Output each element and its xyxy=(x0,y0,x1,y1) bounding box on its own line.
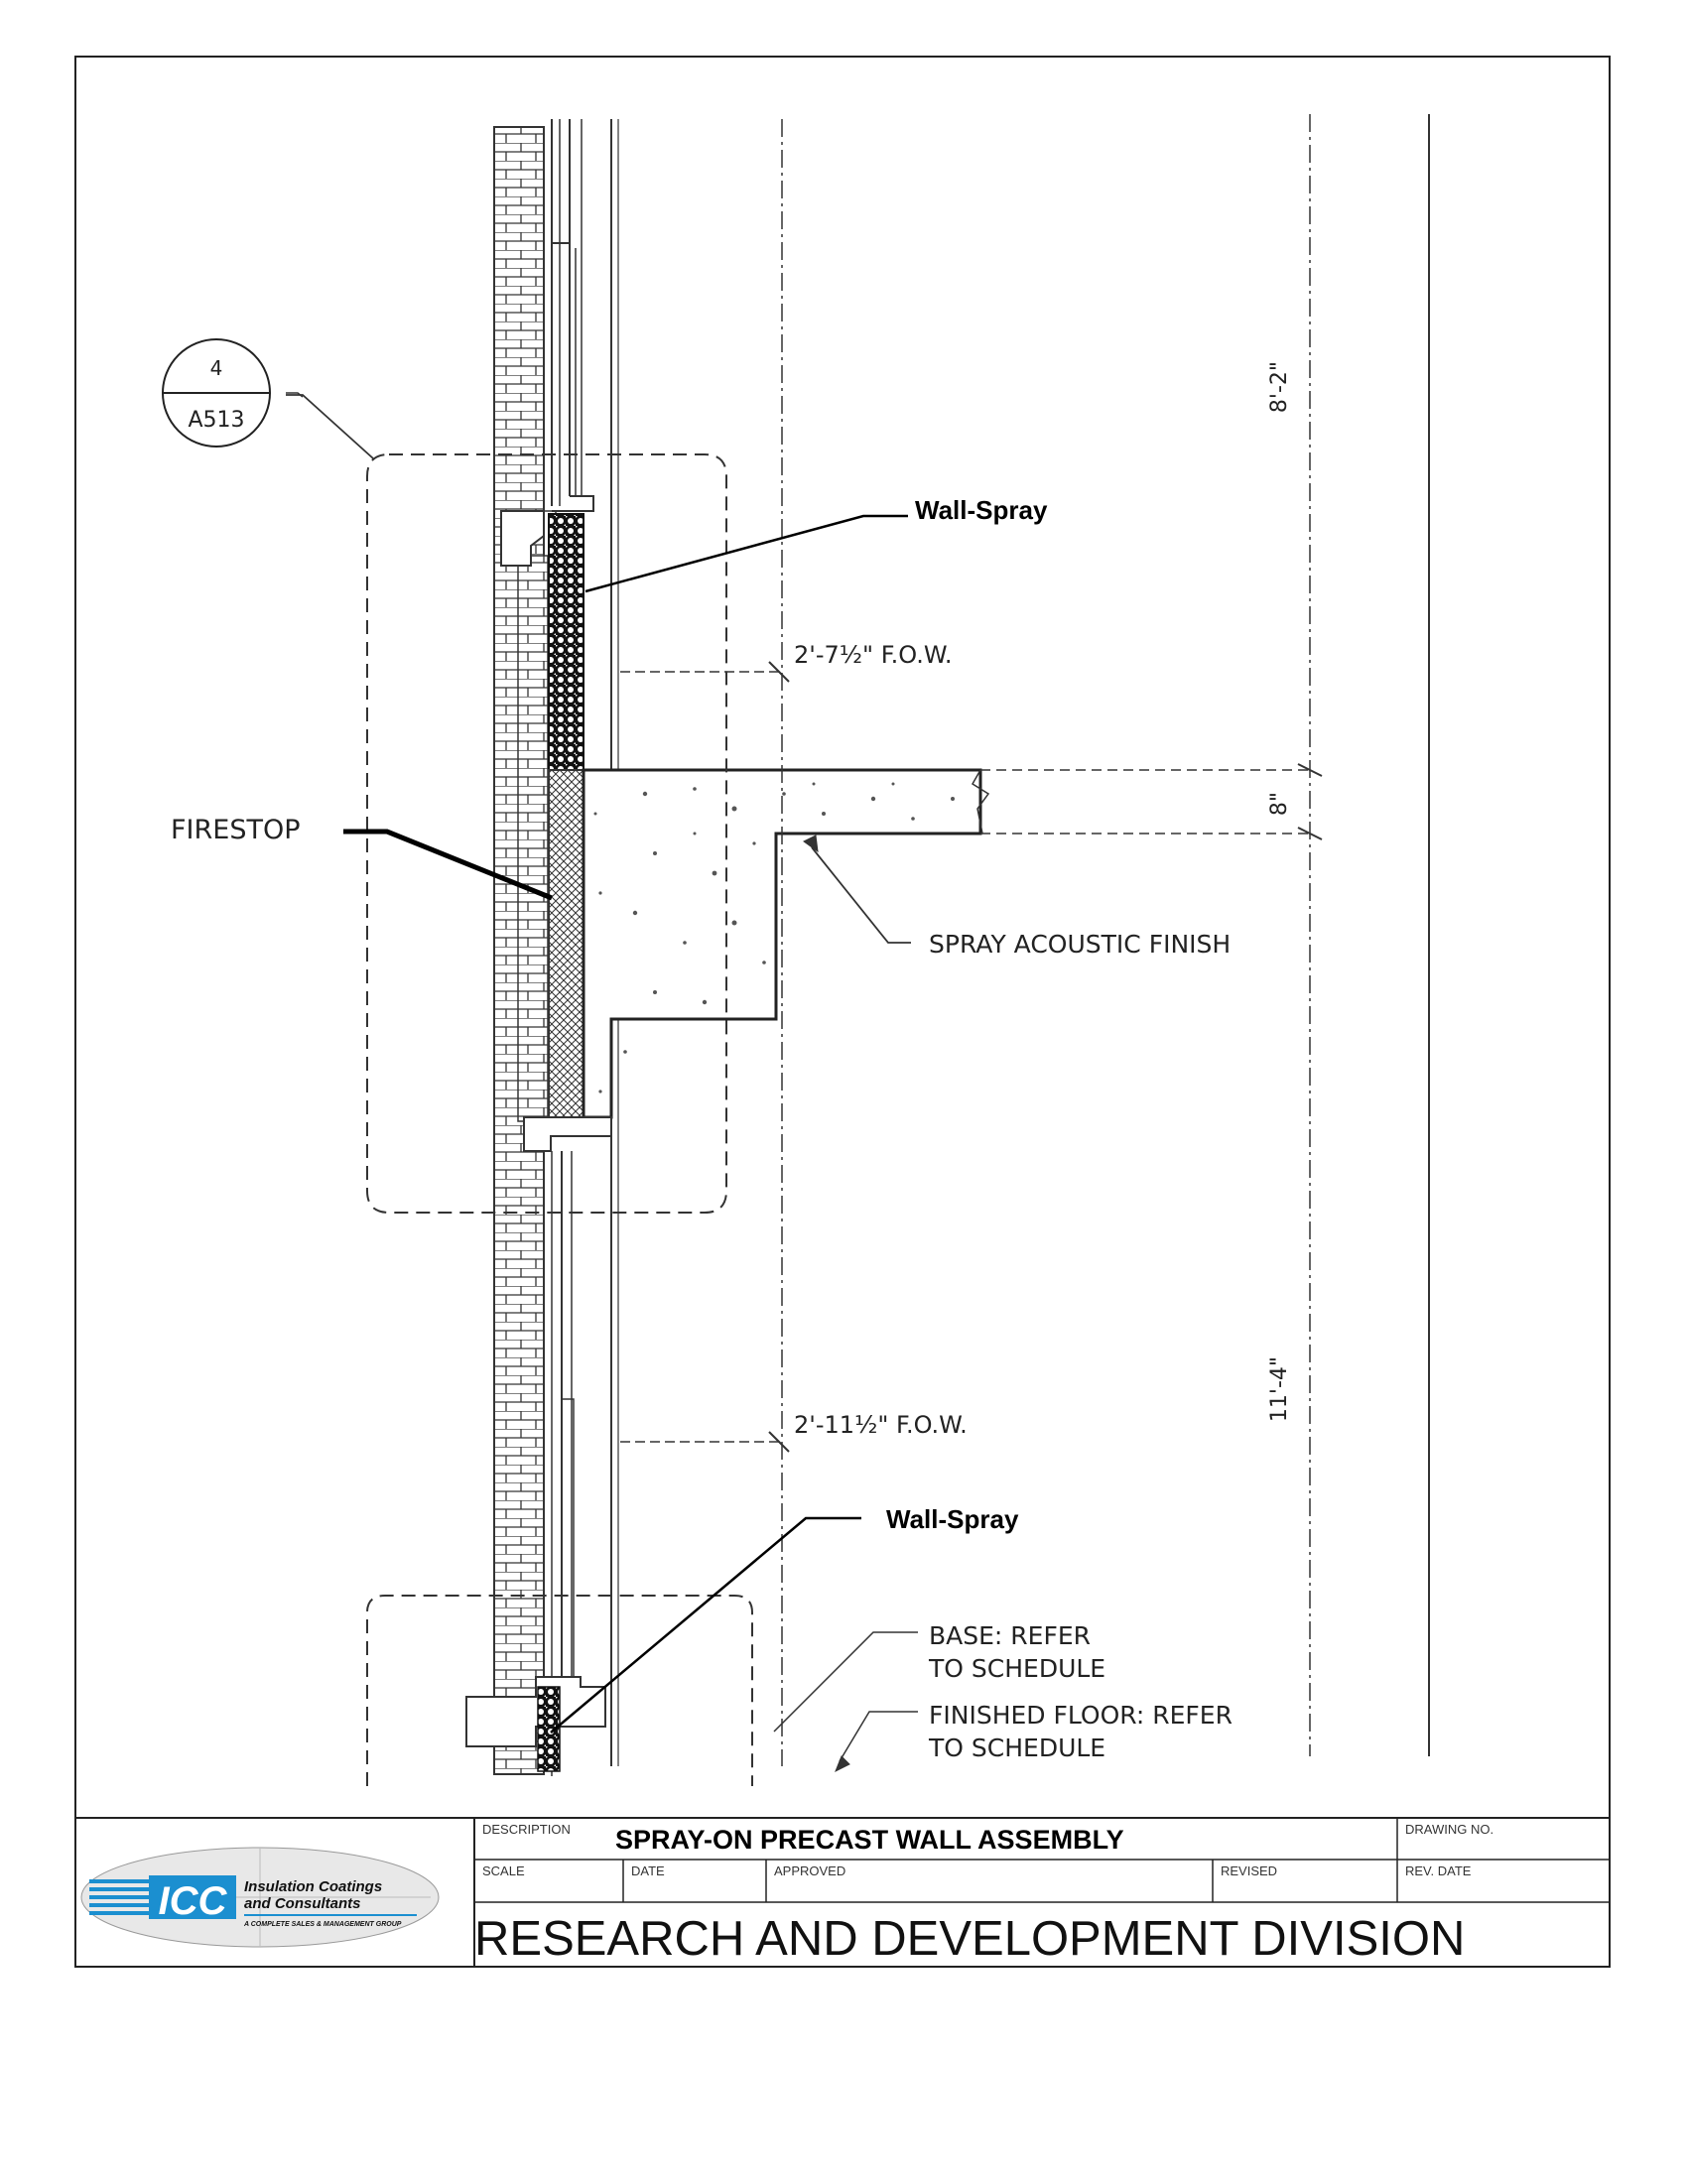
title-block: DESCRIPTION SPRAY-ON PRECAST WALL ASSEMB… xyxy=(74,1817,1611,1968)
wall-spray-lower-label: Wall-Spray xyxy=(886,1504,1019,1534)
wall-spray-lower-leader xyxy=(550,1516,861,1734)
detail-reference-bubble: 4 A513 xyxy=(162,338,271,448)
wall-spray-insulation-upper xyxy=(548,513,584,771)
rev-date-label: REV. DATE xyxy=(1405,1863,1472,1878)
logo-line2: and Consultants xyxy=(244,1895,361,1912)
firestop-insulation xyxy=(548,769,584,1118)
enlarged-detail-boundary xyxy=(366,453,727,1214)
dimension-fow-lower: 2'-11½" F.O.W. xyxy=(794,1411,968,1439)
description-label: DESCRIPTION xyxy=(482,1822,571,1837)
base-note-line2: TO SCHEDULE xyxy=(928,1654,1105,1683)
spray-acoustic-finish-note: SPRAY ACOUSTIC FINISH xyxy=(929,930,1231,959)
scale-label: SCALE xyxy=(482,1863,525,1878)
drawing-no-label: DRAWING NO. xyxy=(1405,1822,1493,1837)
brick-veneer-right xyxy=(517,555,549,1122)
wall-spray-upper-label: Wall-Spray xyxy=(915,495,1048,525)
floor-note-line1: FINISHED FLOOR: REFER xyxy=(929,1701,1233,1730)
division-title: RESEARCH AND DEVELOPMENT DIVISION xyxy=(474,1912,1465,1966)
dimension-fow-upper: 2'-7½" F.O.W. xyxy=(794,641,952,669)
revised-label: REVISED xyxy=(1221,1863,1277,1878)
logo-initials: ICC xyxy=(159,1879,228,1923)
dimension-slab: 8" xyxy=(1267,792,1292,816)
detail-sheet: A513 xyxy=(188,408,244,433)
base-note-line1: BASE: REFER xyxy=(929,1621,1091,1650)
company-logo: ICC Insulation Coatings and Consultants … xyxy=(80,1847,440,1948)
date-label: DATE xyxy=(631,1863,665,1878)
lower-detail-boundary xyxy=(366,1595,753,1786)
floor-note-line2: TO SCHEDULE xyxy=(928,1734,1105,1762)
section-drawing xyxy=(286,114,1430,1786)
dimension-height-lower: 11'-4" xyxy=(1267,1356,1292,1422)
dimension-height-upper: 8'-2" xyxy=(1267,361,1292,413)
firestop-leader xyxy=(343,829,553,901)
logo-tagline: A COMPLETE SALES & MANAGEMENT GROUP xyxy=(243,1921,402,1928)
firestop-label: FIRESTOP xyxy=(171,815,300,845)
approved-label: APPROVED xyxy=(774,1863,845,1878)
drawing-description: SPRAY-ON PRECAST WALL ASSEMBLY xyxy=(615,1825,1124,1855)
sheet-border xyxy=(74,56,1611,1968)
logo-line1: Insulation Coatings xyxy=(244,1878,382,1895)
concrete-slab xyxy=(582,768,982,1119)
detail-number: 4 xyxy=(210,356,223,380)
wall-spray-upper-leader xyxy=(584,514,908,593)
wall-spray-insulation-lower xyxy=(537,1686,561,1772)
